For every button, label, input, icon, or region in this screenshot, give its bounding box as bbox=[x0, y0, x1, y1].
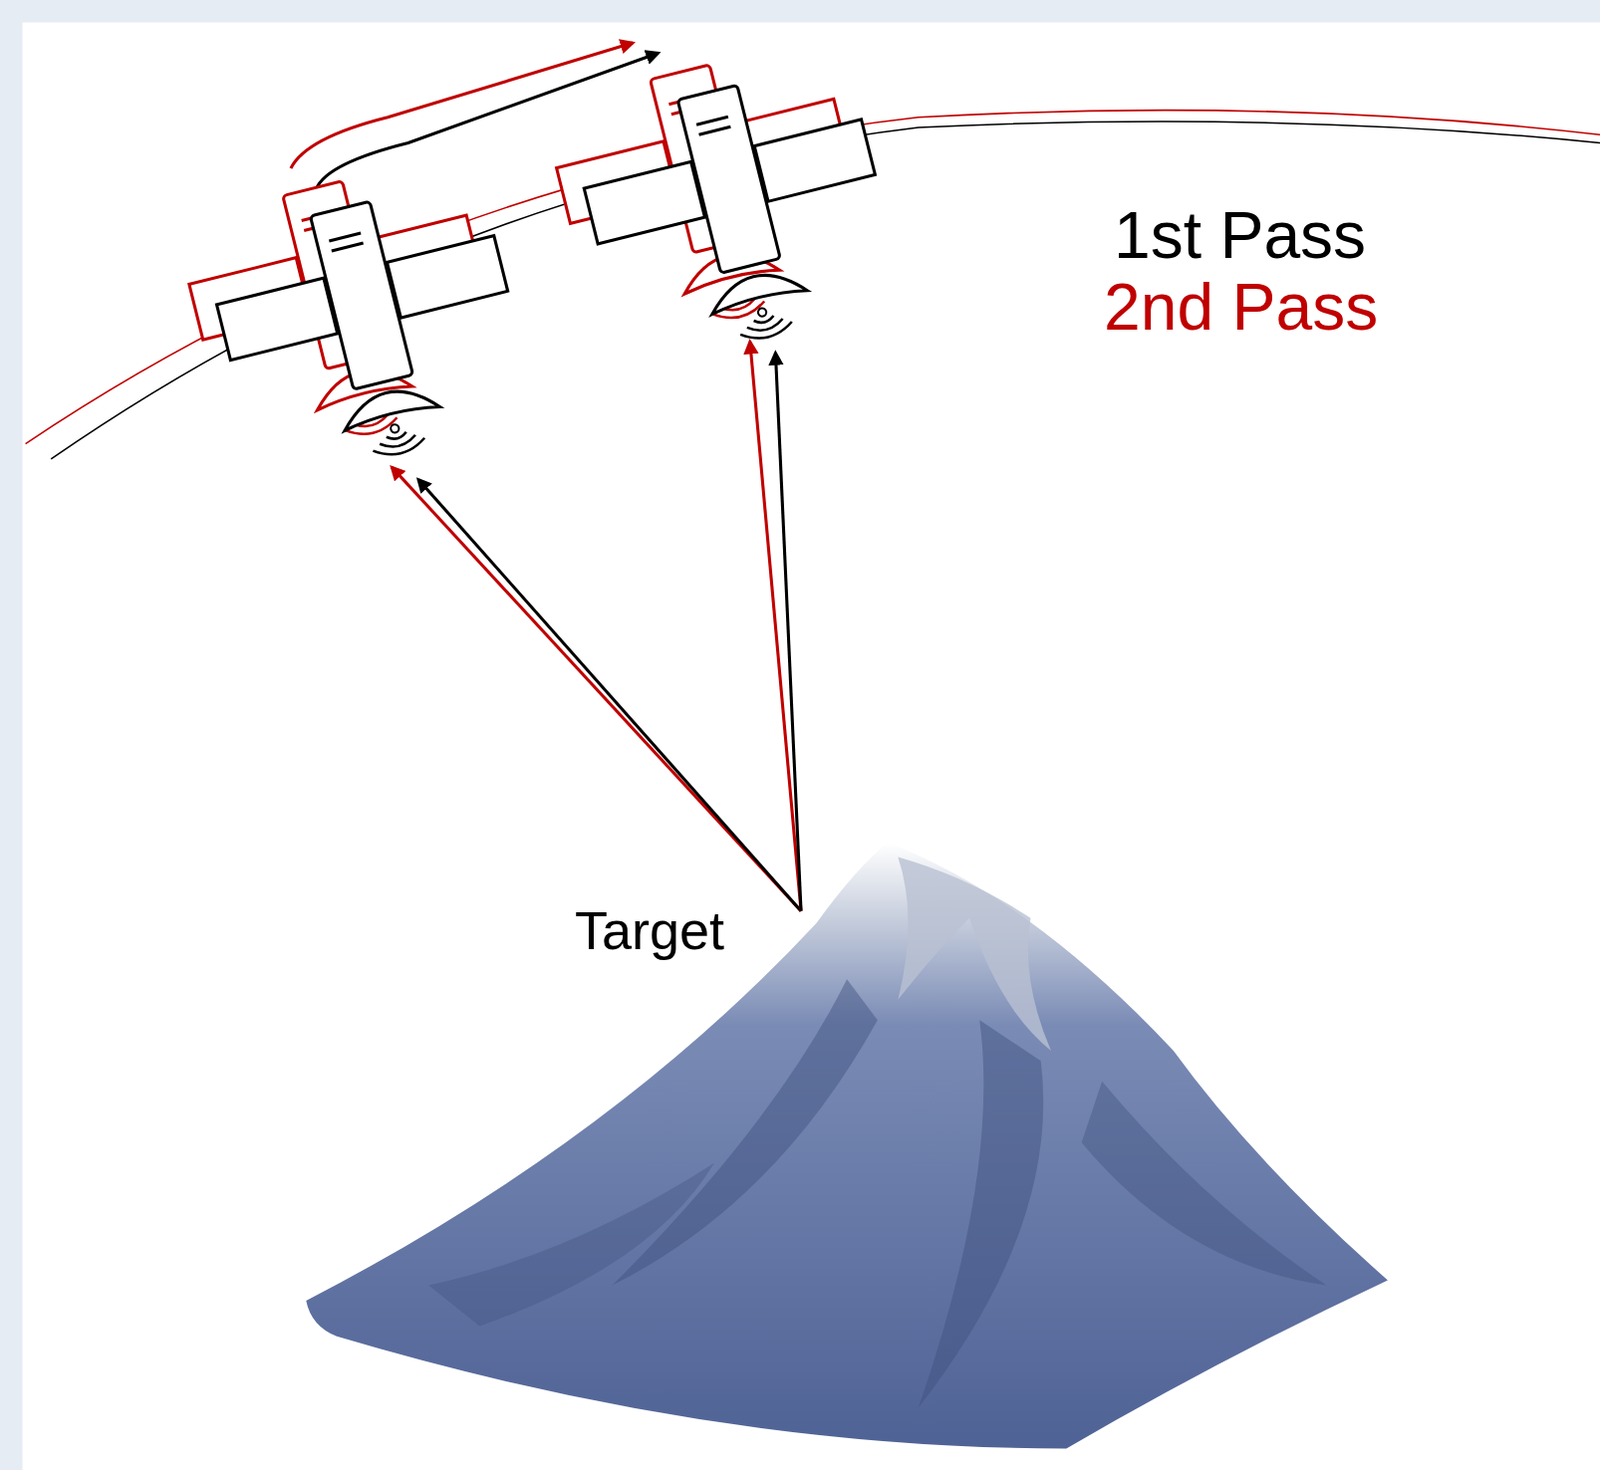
legend-text: 2nd Pass bbox=[1103, 270, 1378, 344]
legend-text: 1st Pass bbox=[1113, 199, 1366, 272]
target-label: Target bbox=[574, 901, 725, 961]
